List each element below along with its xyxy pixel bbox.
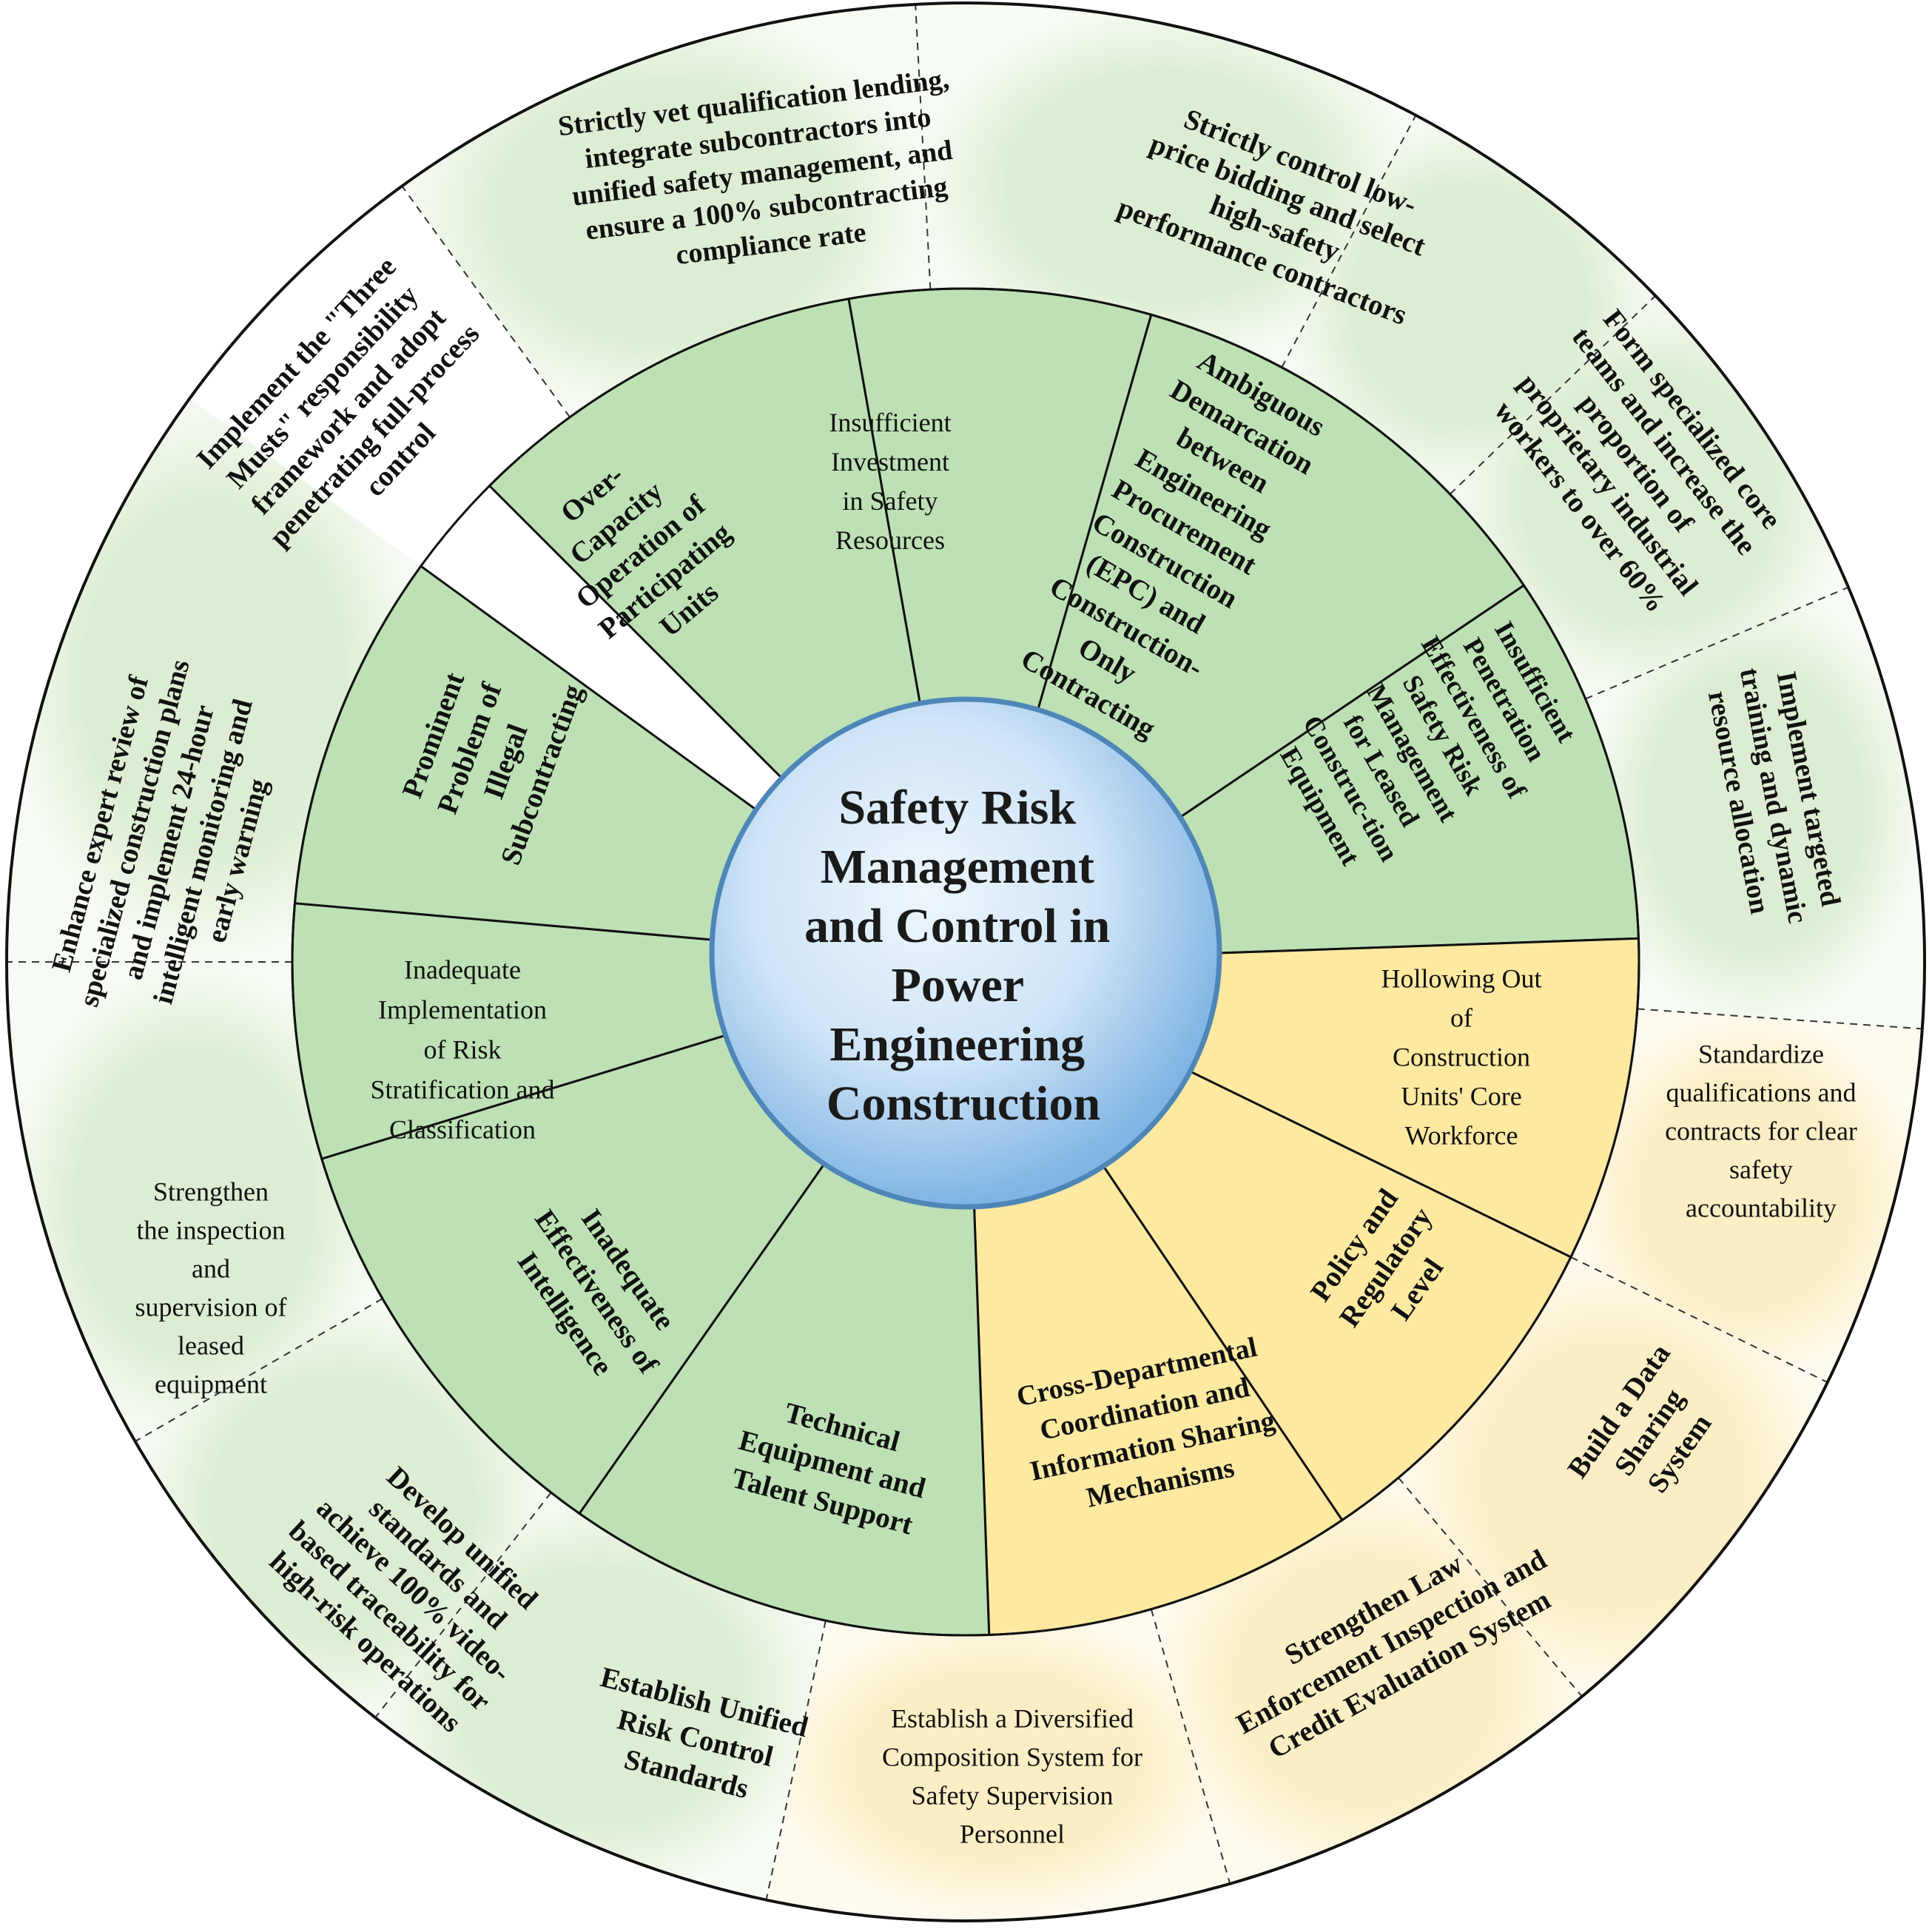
outer-countermeasure-label-line: Strengthen [153, 1177, 269, 1207]
outer-countermeasure-label: Strengthen the inspection and supervision o… [135, 1177, 287, 1399]
center-title-line: and Control in [804, 899, 1110, 953]
inner-risk-factor-label-line: Stratification and [371, 1075, 555, 1105]
inner-risk-factor-label-line: Implementation [378, 995, 547, 1025]
outer-ring-countermeasures: Strictly vet qualification lending,integ… [5, 1, 1926, 1922]
outer-sector [1570, 1009, 1922, 1383]
outer-countermeasure-label-line: the inspection [137, 1216, 286, 1245]
outer-countermeasure-label-line: accountability [1686, 1194, 1837, 1223]
center-title: Safety Risk Management and Control in Po… [804, 781, 1122, 1131]
center-hub: Safety Risk Management and Control in Po… [709, 696, 1222, 1210]
center-title-line: Management [821, 840, 1094, 894]
outer-countermeasure-label-line: Composition System for [882, 1743, 1142, 1772]
outer-countermeasure-label-line: supervision of [135, 1293, 287, 1322]
inner-risk-factor-label-line: Units' Core [1401, 1082, 1521, 1111]
outer-sector [135, 1299, 551, 1718]
center-title-line: Construction [827, 1077, 1100, 1131]
inner-risk-factor-label-line: in Safety [843, 486, 938, 516]
outer-countermeasure-label-line: framework and adopt [245, 302, 452, 521]
inner-risk-factor-label-line: Investment [831, 447, 949, 477]
inner-risk-factor-label-line: Hollowing Out [1381, 964, 1541, 994]
outer-countermeasure-label-line: safety [1729, 1155, 1793, 1185]
outer-sector [766, 1609, 1231, 1921]
outer-sector [1585, 587, 1925, 1029]
outer-countermeasure-label-line: Personnel [960, 1820, 1065, 1849]
center-title-line: Engineering [829, 1017, 1085, 1071]
outer-countermeasure-label: Standardize qualifications and contracts f… [1665, 1040, 1857, 1223]
outer-rim [5, 1, 1926, 1922]
outer-sector [1151, 1478, 1583, 1884]
inner-risk-factor-label-line: of Risk [423, 1035, 501, 1065]
outer-countermeasure-label-line: contracts for clear [1665, 1117, 1857, 1146]
outer-countermeasure-label-line: equipment [155, 1370, 267, 1399]
outer-countermeasure-label-line: Safety Supervision [912, 1781, 1114, 1811]
center-circle [709, 696, 1222, 1210]
outer-countermeasure-label-line: Establish a Diversified [891, 1704, 1134, 1734]
outer-sector [402, 4, 931, 417]
inner-risk-factor-label-line: Classification [389, 1115, 536, 1145]
inner-risk-factor-label-line: Insufficient [829, 408, 951, 437]
outer-sector [1398, 1256, 1828, 1697]
inner-risk-factor-label-line: Construction [1393, 1043, 1530, 1072]
inner-risk-factor-label-line: of [1450, 1003, 1472, 1033]
inner-risk-factor-label-line: Inadequate [404, 955, 521, 985]
outer-countermeasure-label-line: Standardize [1698, 1040, 1824, 1069]
outer-sector [1282, 115, 1656, 494]
outer-countermeasure-label-line: leased [178, 1331, 244, 1361]
outer-countermeasure-label-line: qualifications and [1666, 1078, 1857, 1108]
inner-risk-factor-label-line: Resources [835, 525, 945, 555]
outer-countermeasure-label-line: and [192, 1254, 230, 1284]
inner-risk-factor-label-line: Workforce [1404, 1121, 1518, 1151]
outer-sector [7, 962, 383, 1441]
inner-rim [291, 287, 1640, 1637]
outer-sector [915, 3, 1416, 368]
outer-countermeasure-label: Strictly vet qualification lending,integ… [556, 64, 969, 283]
center-title-line: Power [892, 958, 1023, 1012]
center-title-line: Safety Risk [838, 781, 1076, 835]
outer-sector [1450, 295, 1848, 699]
outer-sector [7, 398, 421, 962]
outer-sector [375, 1492, 826, 1900]
